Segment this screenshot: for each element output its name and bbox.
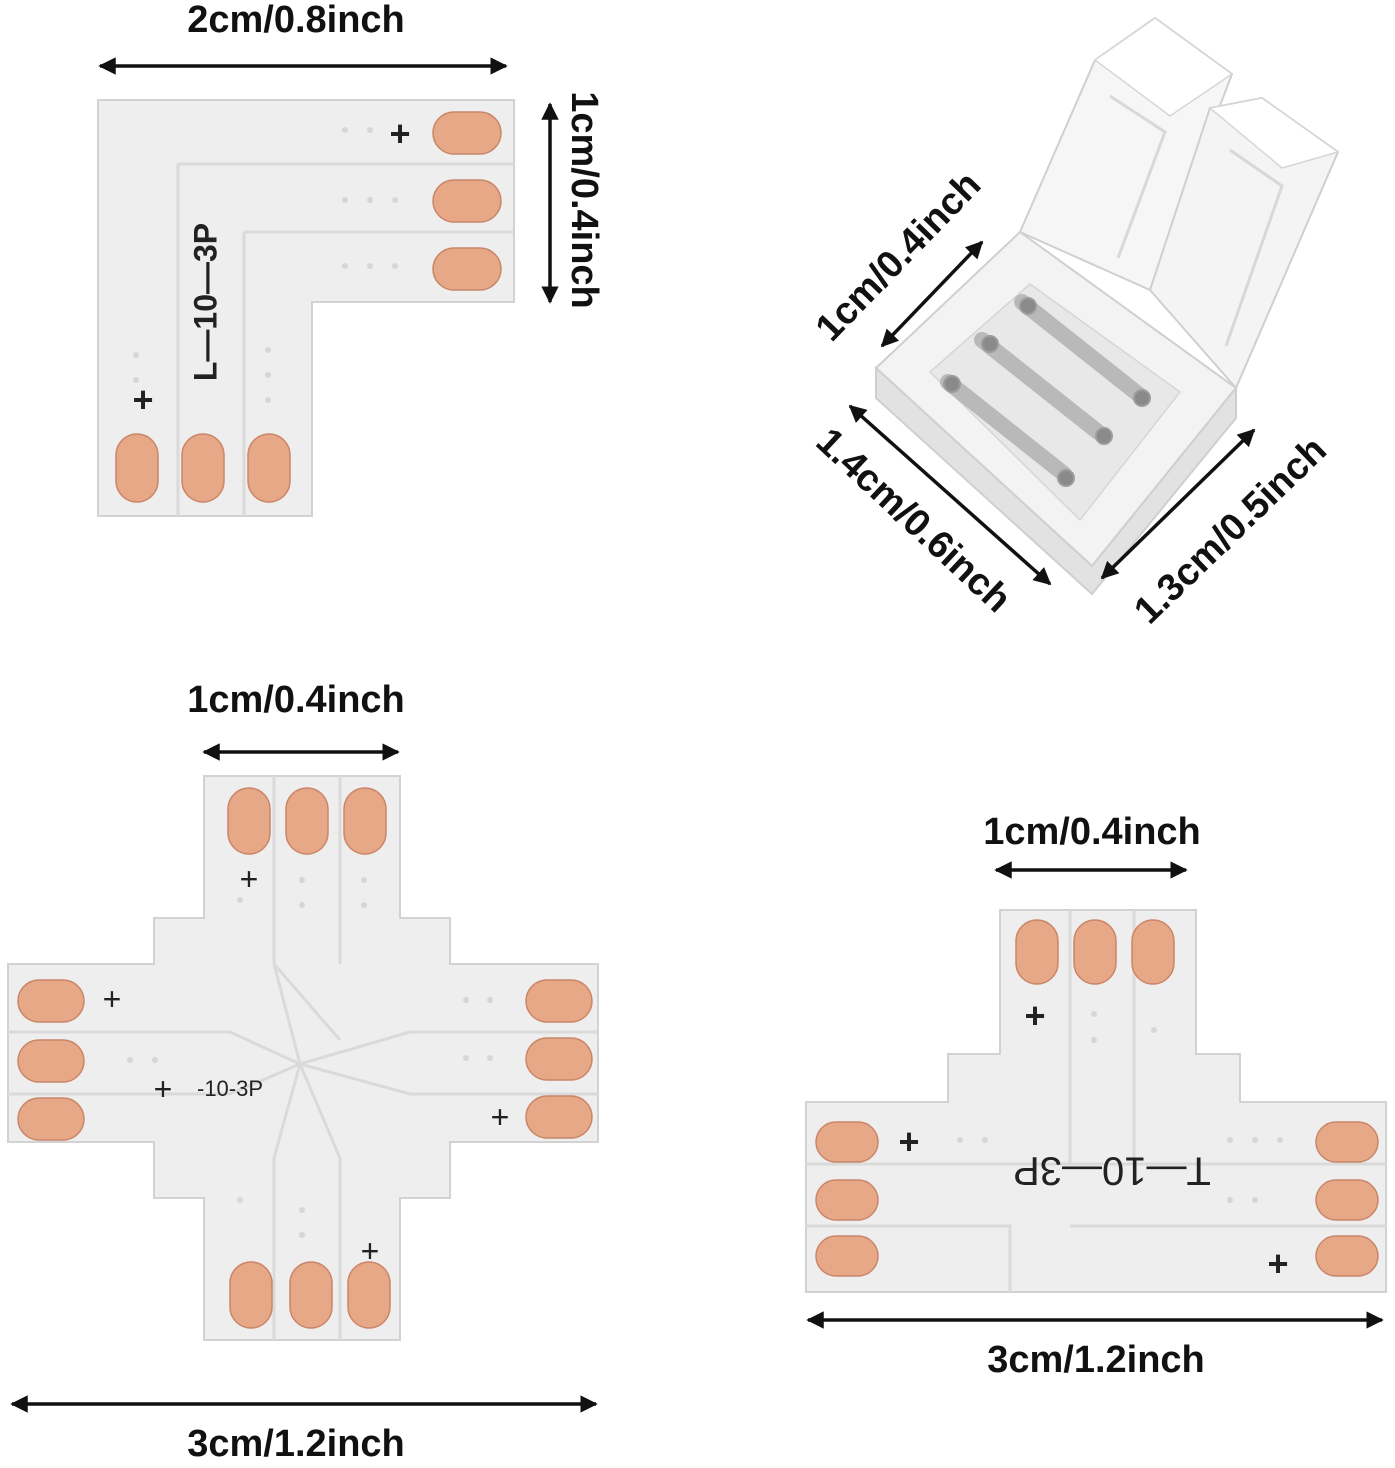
x-pads-bottom: [229, 1261, 391, 1329]
x-connector: 1cm/0.4inch: [7, 679, 599, 1465]
l-board: [97, 99, 515, 517]
t-bottom-label: 3cm/1.2inch: [987, 1339, 1205, 1381]
x-plus-sign-icon-right: +: [491, 1099, 510, 1135]
t-pads-left: [815, 1121, 879, 1277]
x-plus-sign-icon-bottom: +: [361, 1233, 380, 1269]
x-silk-label: -10-3P: [197, 1076, 263, 1101]
t-plus-sign-icon-right: +: [1267, 1243, 1288, 1284]
t-top-label: 1cm/0.4inch: [983, 811, 1201, 853]
t-pads-right: [1315, 1121, 1379, 1277]
t-connector: 1cm/0.4inch + + + T—10—3: [805, 811, 1387, 1381]
t-silk-label: T—10—3P: [1013, 1148, 1211, 1192]
t-plus-sign-icon-top: +: [1024, 995, 1045, 1036]
l-silk-label: L—10—3P: [187, 223, 223, 381]
x-plus-sign-icon-top: +: [240, 861, 259, 897]
t-board: [805, 909, 1387, 1293]
clip-left-arrow-icon: [848, 404, 1052, 586]
t-trace-lines: [806, 910, 1386, 1292]
l-height-label: 1cm/0.4inch: [563, 91, 605, 309]
x-pads-left: [17, 979, 85, 1141]
x-bottom-label: 3cm/1.2inch: [187, 1423, 405, 1465]
l-via-dots: [133, 127, 398, 403]
t-pads-top: [1015, 919, 1175, 985]
x-plus-sign-icon-center: +: [154, 1071, 173, 1107]
x-top-label: 1cm/0.4inch: [187, 679, 405, 721]
x-plus-sign-icon-left: +: [103, 981, 122, 1017]
t-via-dots: [957, 1011, 1283, 1203]
x-board: [7, 775, 599, 1341]
clip-top-arrow-icon: [880, 240, 984, 348]
clip-right-arrow-icon: [1100, 428, 1256, 580]
l-plus-sign-icon-bottom: +: [132, 379, 153, 420]
x-via-dots: [127, 877, 493, 1238]
t-plus-sign-icon-left: +: [898, 1121, 919, 1162]
clip-connector: 1cm/0.4inch 1.4cm/0.6inch 1.3cm/0.5inch: [808, 16, 1340, 632]
x-trace-lines: [8, 776, 598, 1340]
l-plus-sign-icon: +: [389, 113, 410, 154]
l-width-label: 2cm/0.8inch: [187, 0, 405, 41]
l-pads-right: [432, 111, 502, 291]
l-pads-bottom: [115, 433, 291, 503]
l-connector: 2cm/0.8inch 1cm/0.4inch + + L—10—3P: [97, 0, 605, 517]
x-pads-right: [525, 979, 593, 1139]
x-pads-top: [227, 787, 387, 855]
l-trace-lines: [176, 162, 514, 516]
